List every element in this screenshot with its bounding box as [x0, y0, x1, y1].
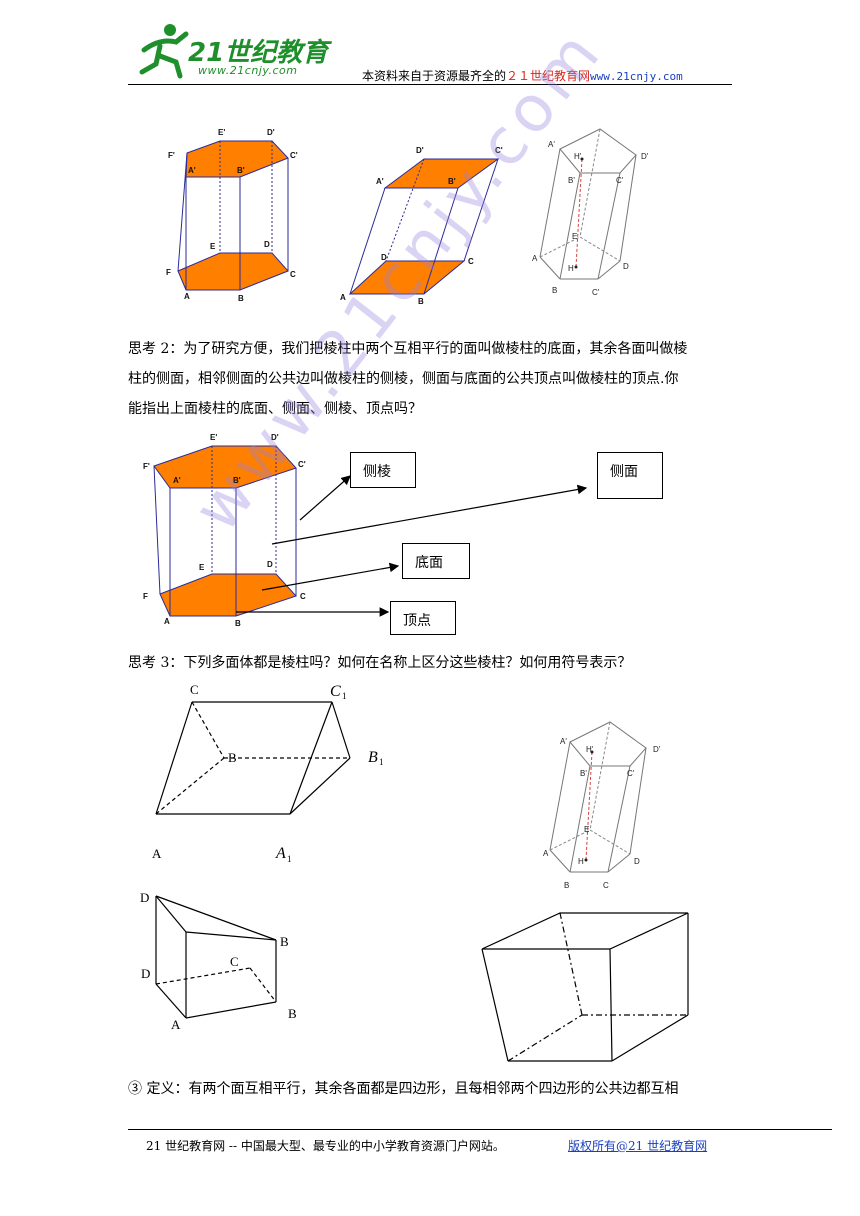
- pentagonal-prism-figure-2: A' H' D' B' C' E A H D B C: [543, 721, 661, 890]
- label: D: [381, 253, 387, 262]
- label: B': [448, 177, 456, 186]
- hexagonal-prism-figure: E' D' F' C' A' B' E D F C A B: [166, 128, 298, 303]
- think2-line-3: 能指出上面棱柱的底面、侧面、侧棱、顶点吗？: [128, 401, 422, 417]
- label: B': [568, 176, 575, 185]
- label: D: [267, 560, 273, 569]
- label: H: [568, 264, 574, 273]
- label: C: [468, 257, 474, 266]
- label: B: [552, 286, 557, 295]
- label: E: [584, 825, 589, 834]
- label: B: [564, 881, 569, 890]
- header-source-prefix: 本资料来自于资源最齐全的: [362, 69, 507, 83]
- label: B: [288, 1006, 297, 1021]
- logo-url-text: www.21cnjy.com: [198, 64, 298, 77]
- site-logo: 21世纪教育 www.21cnjy.com: [136, 20, 346, 80]
- header-source-url: www.21cnjy.com: [590, 70, 683, 83]
- label: C': [290, 151, 298, 160]
- label: C': [616, 176, 624, 185]
- label-box-lateral-face: 侧面: [597, 452, 663, 499]
- label: C: [190, 682, 199, 697]
- label: F: [166, 268, 171, 277]
- label: B': [237, 166, 245, 175]
- pentagonal-prism-figure: A' H' D' B' C' E A H D B C': [532, 128, 649, 297]
- label: C': [592, 288, 600, 297]
- label: D': [267, 128, 275, 137]
- footer-left-text: 21 世纪教育网 -- 中国最大型、最专业的中小学教育资源门户网站。: [146, 1139, 505, 1153]
- runner-logo-icon: [139, 24, 189, 79]
- label: A: [275, 845, 286, 862]
- label: C: [300, 592, 306, 601]
- header-rule: [128, 84, 732, 85]
- label: H': [586, 745, 594, 754]
- header-source: 本资料来自于资源最齐全的２１世纪教育网www.21cnjy.com: [362, 67, 683, 84]
- annotated-prism-figure: E' D' F' C' A' B' E D F C A B: [143, 433, 588, 628]
- label: B: [238, 294, 244, 303]
- label: F: [143, 592, 148, 601]
- label: A': [560, 737, 567, 746]
- label: A: [340, 293, 346, 302]
- label: 1: [287, 854, 292, 864]
- label: E: [199, 563, 205, 572]
- label: D': [416, 146, 424, 155]
- footer-copyright-link[interactable]: 版权所有@21 世纪教育网: [568, 1139, 708, 1153]
- label: B: [280, 934, 289, 949]
- label-box-vertex: 顶点: [390, 601, 456, 635]
- label: A': [376, 177, 384, 186]
- label: E': [218, 128, 225, 137]
- label: A': [188, 166, 196, 175]
- label-box-base: 底面: [402, 543, 470, 579]
- label: F': [168, 151, 175, 160]
- label: B: [418, 297, 424, 306]
- label: B': [233, 476, 241, 485]
- label: A: [543, 849, 549, 858]
- label: 1: [342, 691, 347, 701]
- label: A': [173, 476, 181, 485]
- label: D': [641, 152, 649, 161]
- think3-paragraph: 思考 3：下列多面体都是棱柱吗？如何在名称上区分这些棱柱？如何用符号表示？: [128, 655, 632, 671]
- label: A: [184, 292, 190, 301]
- label: D: [141, 966, 150, 981]
- label: C': [298, 460, 306, 469]
- label: D: [264, 240, 270, 249]
- label: D': [653, 745, 661, 754]
- label: E: [210, 242, 216, 251]
- think2-paragraph: 思考 2：为了研究方便，我们把棱柱中两个互相平行的面叫做棱柱的底面，其余各面叫做…: [128, 334, 687, 424]
- quadrilateral-prism-figure: D B C D A B: [140, 890, 297, 1032]
- slanted-box-figure: [481, 912, 689, 1062]
- label: B: [228, 750, 237, 765]
- label: C': [627, 769, 635, 778]
- label: A: [171, 1017, 181, 1032]
- label: H: [578, 857, 584, 866]
- label: C: [230, 954, 239, 969]
- think2-line-1: 思考 2：为了研究方便，我们把棱柱中两个互相平行的面叫做棱柱的底面，其余各面叫做…: [128, 341, 688, 357]
- label: H': [574, 152, 582, 161]
- think2-line-2: 柱的侧面，相邻侧面的公共边叫做棱柱的侧棱，侧面与底面的公共顶点叫做棱柱的顶点.你: [128, 371, 679, 387]
- label: 1: [379, 757, 384, 767]
- label: D: [634, 857, 640, 866]
- label: F': [143, 462, 150, 471]
- label: C: [603, 881, 609, 890]
- label: A: [152, 846, 162, 861]
- label: C: [330, 683, 341, 700]
- label: D': [271, 433, 279, 442]
- label-box-lateral-edge: 侧棱: [350, 452, 416, 488]
- label: A: [532, 254, 538, 263]
- footer-rule: [128, 1129, 832, 1130]
- label: D: [623, 262, 629, 271]
- label: C': [495, 146, 503, 155]
- definition-paragraph: ③ 定义：有两个面互相平行，其余各面都是四边形，且每相邻两个四边形的公共边都互相: [128, 1081, 679, 1097]
- label: B: [368, 749, 378, 766]
- label: A': [548, 140, 555, 149]
- label: B: [235, 619, 241, 628]
- triangular-prism-figure: C C 1 B B 1 A A 1: [152, 682, 384, 864]
- header-source-site: ２１世纪教育网: [506, 69, 591, 83]
- label: B': [580, 769, 587, 778]
- label: E: [572, 232, 577, 241]
- label: D: [140, 890, 149, 905]
- logo-main-text: 21世纪教育: [188, 38, 329, 68]
- label: C: [290, 270, 296, 279]
- parallelepiped-figure: D' C' A' B' D C A B: [340, 146, 503, 306]
- label: E': [210, 433, 217, 442]
- label: A: [164, 617, 170, 626]
